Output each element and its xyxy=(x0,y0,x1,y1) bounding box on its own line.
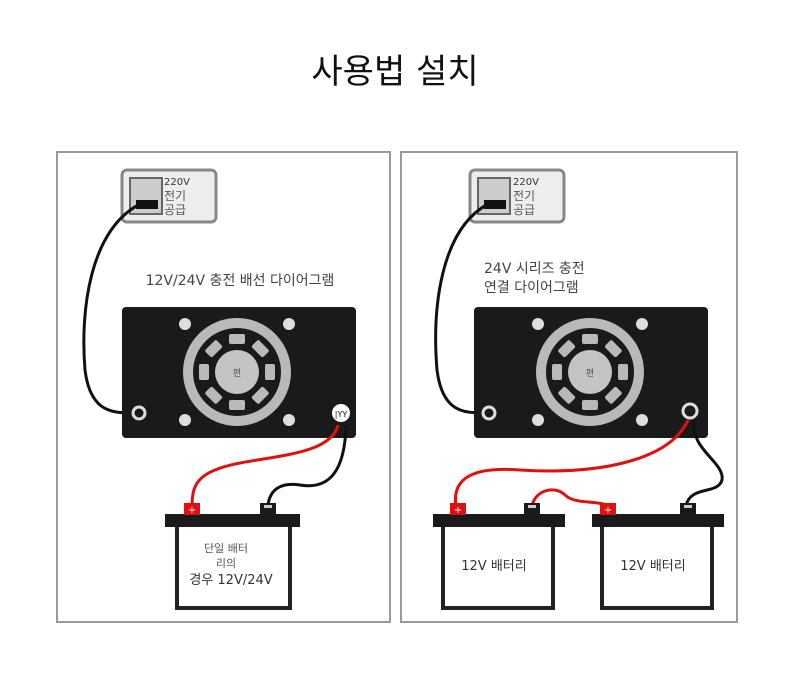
diagram-caption: 연결 다이어그램 xyxy=(484,280,579,296)
terminal-label: |YY xyxy=(335,410,348,419)
outlet-label: 공급 xyxy=(513,203,535,217)
ac-cable xyxy=(434,202,489,415)
battery-label: 12V 배터리 xyxy=(461,559,526,574)
negative-wire xyxy=(684,419,724,507)
fan-label: 편 xyxy=(586,367,594,379)
battery-label: 단일 배터 xyxy=(204,541,248,555)
outlet-voltage: 220V xyxy=(164,177,190,188)
svg-text:+: + xyxy=(454,505,462,516)
diagram-caption: 12V/24V 충전 배선 다이어그램 xyxy=(146,273,335,289)
series-link-wire xyxy=(530,488,608,508)
ac-input-port xyxy=(481,405,497,421)
outlet-label: 공급 xyxy=(164,203,186,217)
positive-wire xyxy=(453,419,690,507)
svg-text:+: + xyxy=(604,505,612,516)
battery-label: 경우 12V/24V xyxy=(189,573,272,588)
fan-label: 편 xyxy=(233,367,241,379)
battery-icon: + xyxy=(592,503,724,610)
dc-output-port xyxy=(681,402,699,420)
outlet-label: 전기 xyxy=(513,189,535,203)
ac-input-port xyxy=(131,405,147,421)
battery-icon: + xyxy=(433,503,565,610)
svg-text:+: + xyxy=(188,505,196,516)
outlet-voltage: 220V xyxy=(513,177,539,188)
diagram-caption: 24V 시리즈 충전 xyxy=(484,261,585,277)
negative-wire xyxy=(266,424,348,506)
dc-output-port xyxy=(332,404,350,422)
page-title: 사용법 설치 xyxy=(311,52,479,92)
positive-wire xyxy=(190,424,340,506)
series-battery-diagram: 220V 전기 공급 24V 시리즈 충전 연결 다이어그램 편 + 12V 배… xyxy=(400,151,738,623)
single-battery-diagram: 220V 전기 공급 12V/24V 충전 배선 다이어그램 편 |YY + 단… xyxy=(56,151,391,623)
battery-label: 12V 배터리 xyxy=(620,559,685,574)
battery-icon: + xyxy=(165,503,300,610)
outlet-label: 전기 xyxy=(164,189,186,203)
battery-label: 리의 xyxy=(216,557,236,570)
ac-cable xyxy=(82,202,141,415)
